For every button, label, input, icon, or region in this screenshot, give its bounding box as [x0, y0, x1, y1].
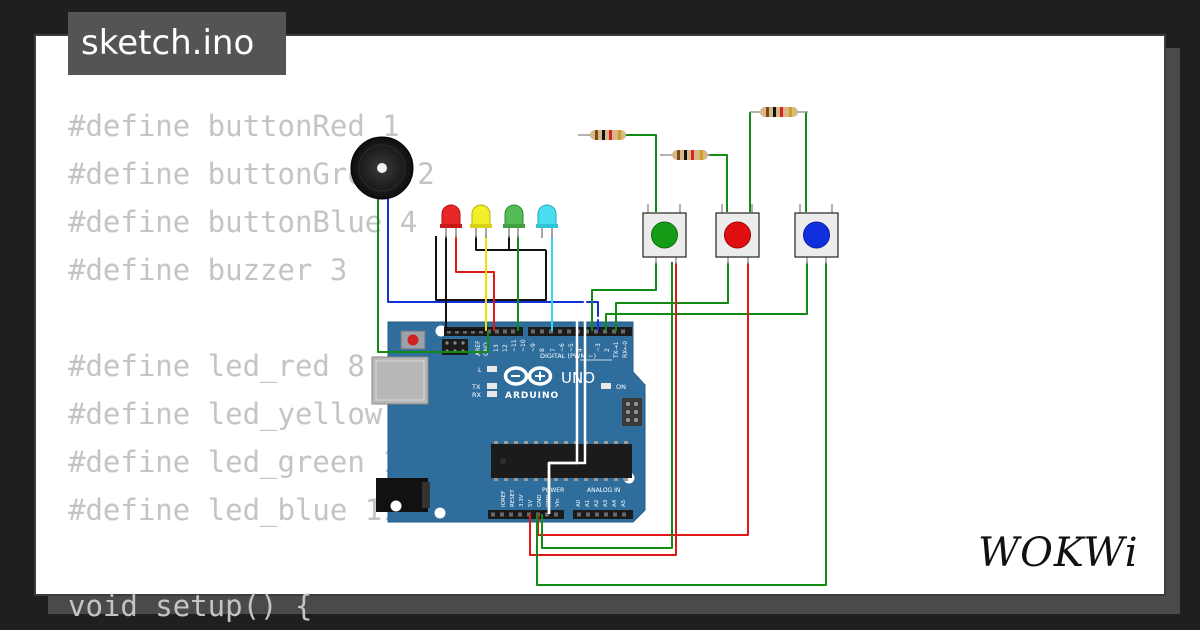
wire-led-common: [435, 236, 547, 301]
analog-label: ANALOG IN: [587, 487, 620, 494]
filename-tab[interactable]: sketch.ino: [68, 12, 286, 75]
pin-label: 4: [577, 348, 584, 352]
wire-gnd-blue: [536, 262, 827, 586]
pin-label: ~11: [511, 339, 518, 352]
pin-label: TX→1: [613, 341, 620, 359]
microcontroller-chip: [491, 444, 632, 478]
wokwi-logo-text: WOKWi: [978, 530, 1139, 576]
usb-port: [371, 356, 429, 405]
pin-label: RX←0: [622, 341, 629, 358]
wire-5v-4: [720, 262, 800, 300]
wire-5v-3: [654, 262, 722, 300]
wire-led-common-2: [475, 236, 546, 251]
wires: [377, 112, 827, 586]
led-rx-label: RX: [472, 391, 482, 399]
mounting-hole: [434, 507, 446, 519]
pin-label: 13: [493, 344, 500, 352]
resistor-icon: [750, 107, 808, 117]
pin-label: ~9: [530, 343, 537, 352]
analog-pin-label: A4: [612, 499, 618, 507]
pushbutton-green-icon[interactable]: [642, 204, 687, 264]
wokwi-logo: WOKWi: [978, 530, 1139, 576]
code-line: #define buzzer 3: [68, 253, 348, 287]
pushbutton-red-icon[interactable]: [715, 204, 760, 264]
led-tx-label: TX: [471, 383, 481, 391]
code-line: #define buttonBlue 4: [68, 205, 418, 239]
digital-label: DIGITAL (PWM ~): [540, 352, 596, 360]
led-rx: [487, 391, 497, 397]
resistor-icon: [660, 150, 710, 160]
pushbutton-blue-icon[interactable]: [794, 204, 839, 264]
board-brand: ARDUINO: [505, 391, 559, 401]
wire-gnd-green: [529, 262, 677, 556]
led-cyan-icon[interactable]: [536, 204, 558, 238]
power-pin-label: Vin: [555, 498, 561, 507]
code-line: #define buttonRed 1: [68, 109, 400, 143]
arduino-infinity-logo: [503, 366, 553, 386]
led-green-icon[interactable]: [503, 204, 525, 238]
pin-label: 2: [604, 348, 611, 352]
led-l-label: L: [478, 366, 482, 374]
pin-label: ~6: [559, 343, 566, 352]
code-background: #define buttonRed 1#define buttonGreen 2…: [68, 102, 435, 630]
pin-label-aref: AREF: [475, 340, 482, 356]
pin-label: 8: [539, 348, 546, 352]
led-red-icon[interactable]: [440, 204, 462, 238]
led-l: [487, 366, 497, 372]
led-yellow-icon[interactable]: [470, 204, 492, 238]
buzzer-icon[interactable]: [350, 136, 414, 200]
icsp-header-right: [622, 398, 642, 426]
pin-label: ~5: [568, 343, 575, 352]
pin-label: ~3: [595, 343, 602, 352]
sketch-card: #define buttonRed 1#define buttonGreen 2…: [34, 34, 1166, 623]
power-pin-label: 5V: [528, 500, 534, 507]
pin-label: 12: [502, 344, 509, 352]
code-line: #define led_blue 11: [68, 493, 400, 527]
wire-led-gnd: [445, 236, 488, 331]
analog-pin-label: A5: [621, 499, 627, 507]
arduino-uno-board[interactable]: AREF GND 13 12 ~11 ~10 ~9 8 7 ~6 ~5 4 ~3…: [371, 321, 646, 523]
digital-header-left: [444, 327, 523, 336]
code-line: #define led_yellow 9: [68, 397, 418, 431]
resistor-icon: [578, 130, 626, 140]
led-tx: [487, 383, 497, 389]
wire-led-red: [455, 236, 495, 331]
power-label: POWER: [542, 487, 564, 494]
wire-resistor-1: [624, 134, 657, 212]
code-line: #define led_red 8: [68, 349, 365, 383]
power-pin-label: IOREF: [501, 491, 507, 507]
analog-pin-label: A1: [585, 500, 591, 507]
led-on: [601, 383, 611, 389]
reset-button-cap[interactable]: [407, 334, 419, 346]
mounting-hole: [435, 325, 447, 337]
power-pin-label: RESET: [510, 489, 516, 507]
power-jack: [376, 478, 428, 512]
analog-pin-label: A3: [603, 499, 609, 507]
led-on-label: ON: [616, 383, 626, 391]
pin-label: ~10: [520, 339, 527, 352]
wire-buzzer-gnd: [377, 198, 489, 353]
power-pin-label: GND: [537, 494, 543, 507]
mounting-hole: [390, 500, 402, 512]
code-line: void setup() {: [68, 589, 313, 623]
wire-button-green-signal: [591, 262, 657, 331]
analog-header: [573, 510, 633, 519]
wire-gnd-extra: [541, 262, 673, 549]
wire-5v-2: [547, 262, 656, 514]
analog-pin-label: A0: [576, 499, 582, 507]
power-header: [488, 510, 564, 519]
wire-button-blue-signal: [605, 262, 808, 331]
analog-pin-label: A2: [594, 500, 600, 507]
wire-resistor-2: [708, 154, 728, 212]
power-pin-label: 3.3V: [519, 494, 525, 507]
pin-label: 7: [550, 348, 557, 352]
pin-label-gnd: GND: [483, 342, 490, 356]
